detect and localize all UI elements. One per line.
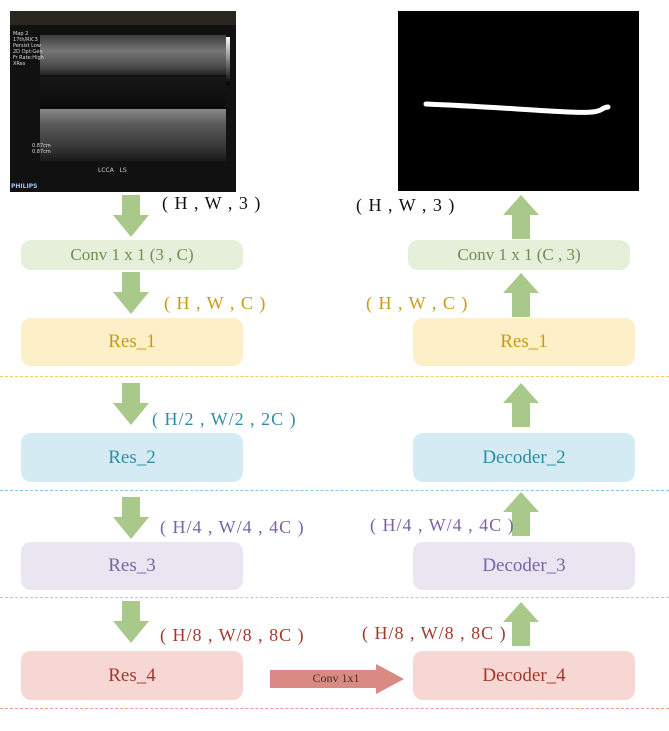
dim-label-res3: ( H/8 , W/8 , 8C ) — [160, 625, 305, 645]
dim-label-output: ( H , W , 3 ) — [356, 195, 456, 215]
overlay-line: 17th/RIC3 — [13, 37, 38, 43]
res4-block: Res_4 — [21, 651, 243, 700]
bridge-arrow-shaft — [270, 670, 378, 688]
image-measurements: 0.87cm 0.87cm — [32, 143, 51, 155]
bridge-arrow-label: Conv 1x1 — [312, 671, 360, 685]
image-caption: LCCA LS — [98, 167, 127, 174]
image-overlay-text: Map 2 17th/RIC3 Persist Low 2D Opt:Gen F… — [13, 31, 73, 67]
dim-label-res1-out: ( H , W , C ) — [366, 293, 469, 313]
up-arrow-icon — [503, 602, 539, 646]
dim-label-input: ( H , W , 3 ) — [162, 193, 262, 213]
conv-out-block: Conv 1 x 1 (C , 3) — [408, 240, 630, 270]
output-mask-image — [398, 11, 639, 191]
dim-label-conv: ( H , W , C ) — [164, 293, 267, 313]
dim-label-dec3: ( H/4 , W/4 , 4C ) — [370, 515, 515, 535]
decoder3-block: Decoder_3 — [413, 542, 635, 590]
measure-line: 0.87cm — [32, 149, 51, 155]
vessel-lumen — [40, 77, 226, 109]
res2-block: Res_2 — [21, 433, 243, 482]
decoder4-block: Decoder_4 — [413, 651, 635, 700]
mask-segmentation-line — [423, 101, 611, 115]
dim-label-dec4: ( H/8 , W/8 , 8C ) — [362, 623, 507, 643]
res1-decoder-block: Res_1 — [413, 318, 635, 366]
res3-block: Res_3 — [21, 542, 243, 590]
bridge-arrow-head — [376, 664, 404, 694]
stage-separator-3 — [0, 597, 669, 598]
down-arrow-icon — [113, 272, 149, 316]
conv1x1-bridge-arrow: Conv 1x1 — [270, 664, 404, 694]
down-arrow-icon — [113, 497, 149, 541]
res1-block: Res_1 — [21, 318, 243, 366]
grayscale-bar — [226, 37, 230, 85]
dim-label-res1: ( H/2 , W/2 , 2C ) — [152, 409, 297, 429]
tissue-band-bottom — [40, 109, 226, 161]
stage-separator-2 — [0, 490, 669, 491]
tissue-band-top — [40, 35, 226, 75]
up-arrow-icon — [503, 195, 539, 239]
up-arrow-icon — [503, 492, 539, 536]
overlay-line: 2D Opt:Gen — [13, 49, 43, 55]
stage-separator-4 — [0, 708, 669, 709]
input-ultrasound-image: Map 2 17th/RIC3 Persist Low 2D Opt:Gen F… — [10, 11, 236, 192]
overlay-line: XRes — [13, 61, 26, 67]
up-arrow-icon — [503, 273, 539, 317]
overlay-line: Fr Rate:High — [13, 55, 44, 61]
down-arrow-icon — [113, 383, 149, 427]
overlay-line: Map 2 — [13, 31, 29, 37]
dim-label-res2: ( H/4 , W/4 , 4C ) — [160, 517, 305, 537]
overlay-line: Persist Low — [13, 43, 41, 49]
up-arrow-icon — [503, 383, 539, 427]
decoder2-block: Decoder_2 — [413, 433, 635, 482]
image-top-bar — [10, 11, 236, 25]
measure-line: 0.87cm — [32, 143, 51, 149]
down-arrow-icon — [113, 601, 149, 645]
down-arrow-icon — [113, 195, 149, 239]
stage-separator-1 — [0, 376, 669, 377]
conv-in-block: Conv 1 x 1 (3 , C) — [21, 240, 243, 270]
brand-logo: PHILIPS — [11, 183, 38, 190]
